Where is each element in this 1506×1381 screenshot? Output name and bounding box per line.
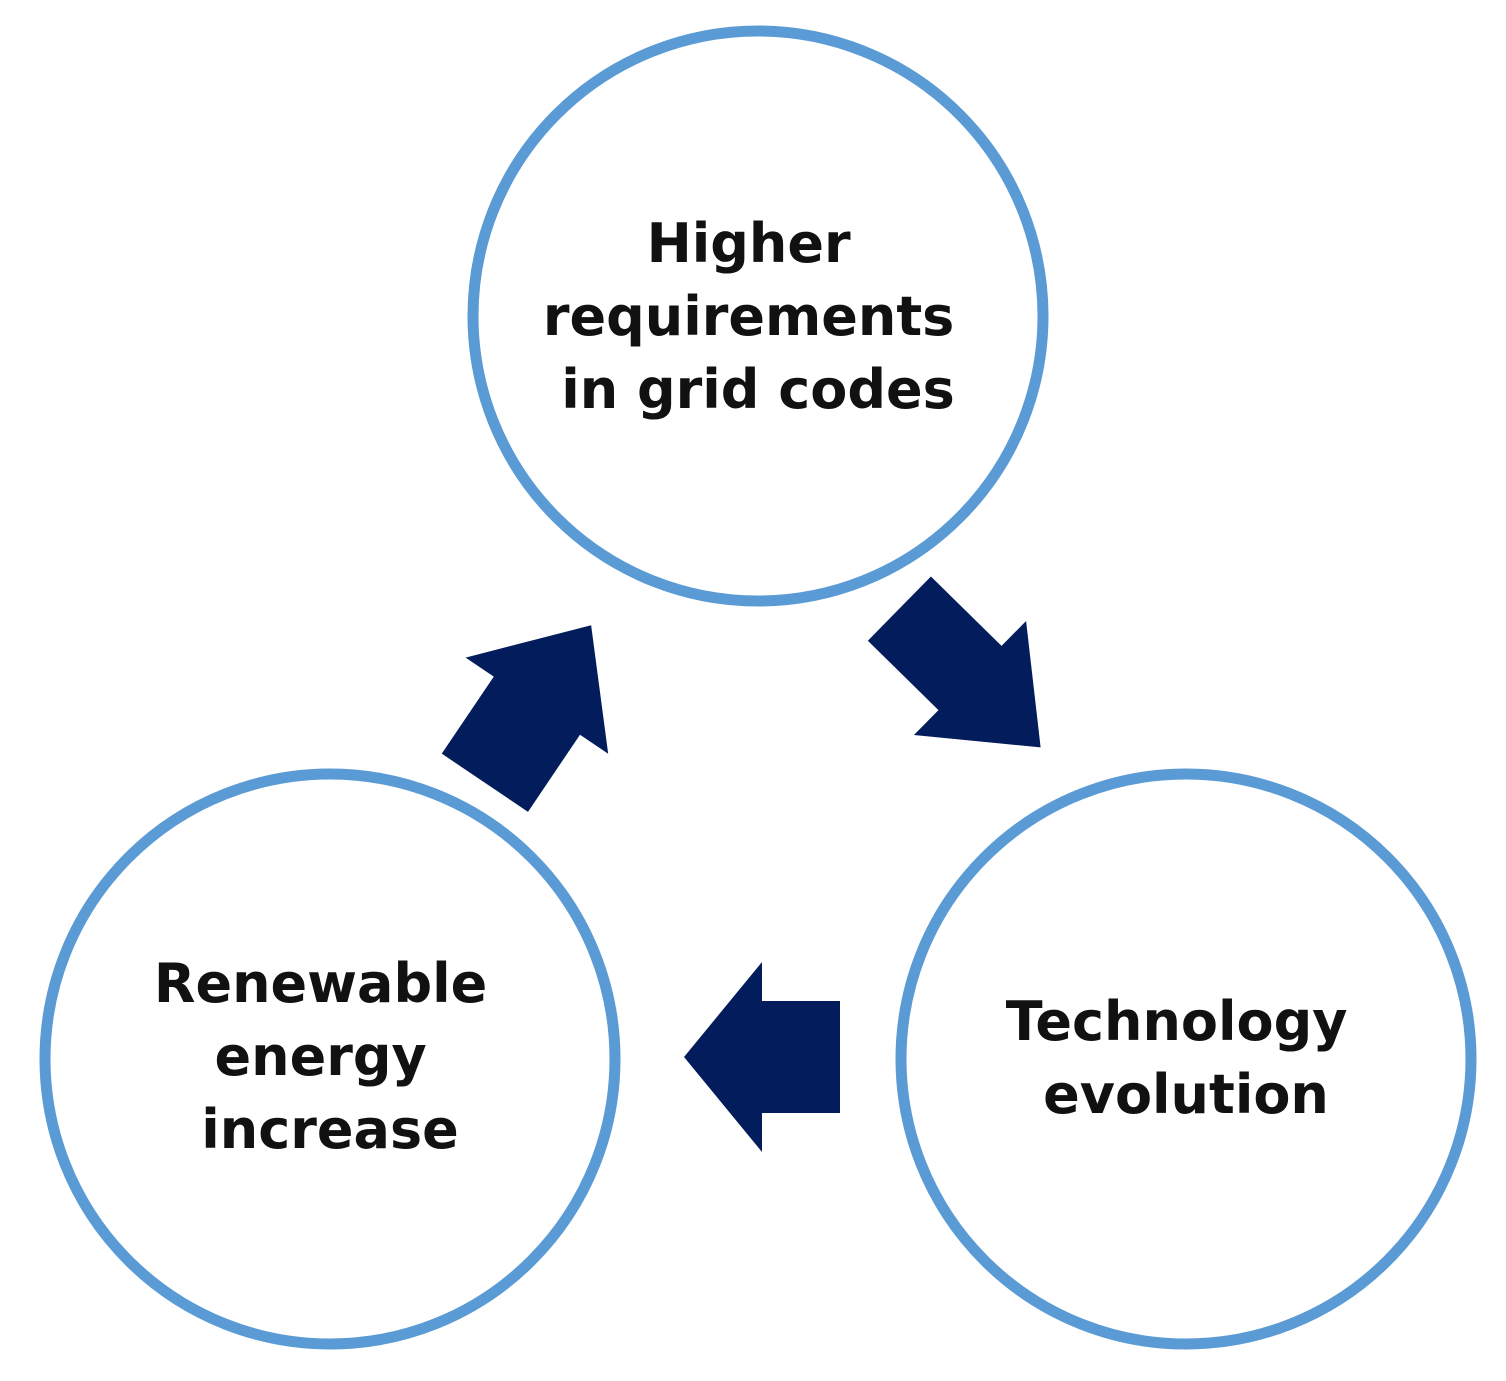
node-label-line: Higher	[647, 212, 851, 275]
node-label-line: in grid codes	[561, 358, 955, 421]
node-circle-right	[895, 768, 1477, 1350]
arrow-icon	[867, 576, 1041, 748]
node-label-line: requirements	[543, 285, 954, 348]
arrow-icon-left-to-top	[441, 625, 609, 812]
arrow-icon-top-to-right	[867, 576, 1041, 748]
node-circle-left	[39, 768, 621, 1350]
node-circle-top	[467, 25, 1049, 607]
node-label-line: Renewable	[154, 952, 487, 1015]
node-label-left: Renewable energy increase	[154, 952, 506, 1161]
node-label-right: Technology evolution	[1006, 990, 1367, 1126]
node-renewable-energy-increase: Renewable energy increase	[39, 768, 621, 1350]
node-label-line: Technology	[1006, 990, 1348, 1053]
node-technology-evolution: Technology evolution	[895, 768, 1477, 1350]
node-label-line: evolution	[1043, 1063, 1329, 1126]
node-label-line: energy	[215, 1025, 427, 1088]
arrow-icon	[441, 625, 609, 812]
node-label-top: Higher requirements in grid codes	[543, 212, 973, 421]
node-label-line: increase	[201, 1098, 458, 1161]
arrow-icon	[684, 962, 840, 1152]
arrow-icon-right-to-left	[684, 962, 840, 1152]
node-higher-requirements: Higher requirements in grid codes	[467, 25, 1049, 607]
